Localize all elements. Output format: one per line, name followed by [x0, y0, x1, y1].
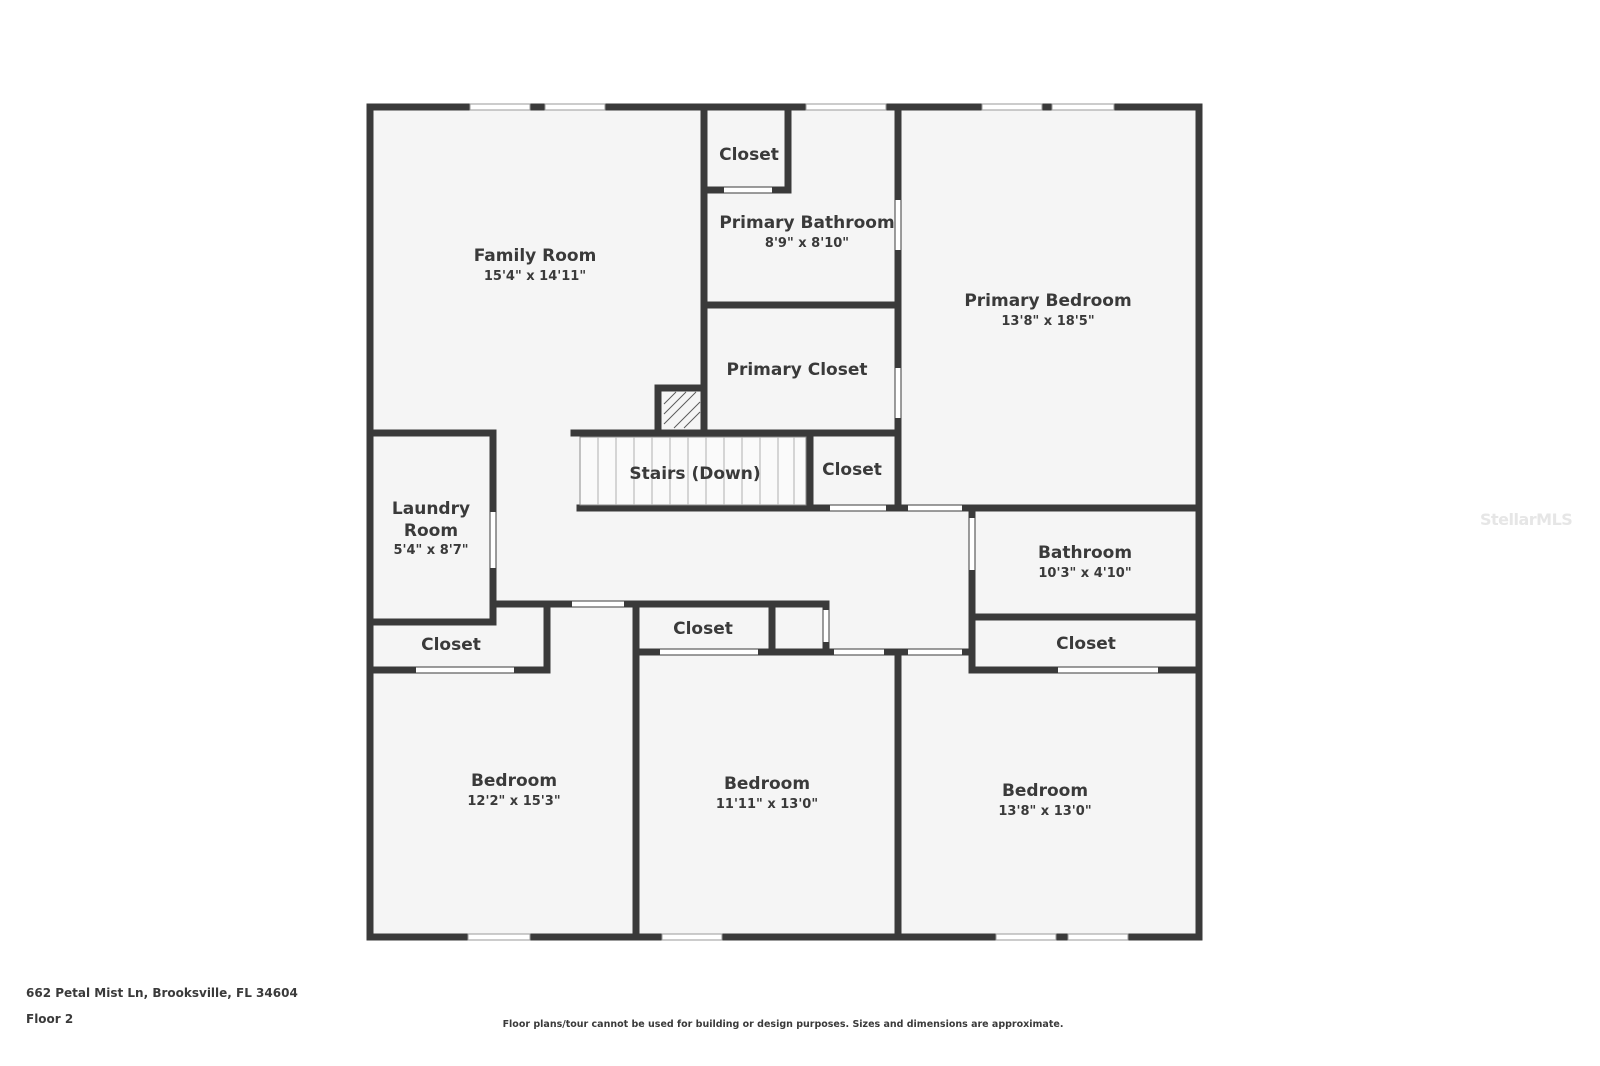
- closet-mid-label: Closet: [822, 460, 882, 480]
- primary-bedroom-label: Primary Bedroom: [964, 291, 1131, 311]
- bedroom-right-dim: 13'8" x 13'0": [998, 804, 1091, 819]
- closet-left-label: Closet: [421, 635, 481, 655]
- stairs-treads: [579, 436, 807, 506]
- bathroom-dim: 10'3" x 4'10": [1038, 566, 1131, 581]
- bedroom-left-label: Bedroom: [471, 771, 557, 791]
- primary-bathroom-dim: 8'9" x 8'10": [765, 236, 849, 251]
- bedroom-right-label: Bedroom: [1002, 781, 1088, 801]
- closet-right-label: Closet: [1056, 634, 1116, 654]
- floor-area: [370, 107, 1199, 937]
- laundry-room-label-2: Room: [404, 521, 458, 541]
- property-address: 662 Petal Mist Ln, Brooksville, FL 34604: [26, 986, 298, 1000]
- laundry-room-dim: 5'4" x 8'7": [393, 543, 468, 558]
- windows: [467, 103, 1129, 941]
- stairs-label: Stairs (Down): [629, 464, 760, 484]
- bedroom-center-label: Bedroom: [724, 774, 810, 794]
- closet-top-label: Closet: [719, 145, 779, 165]
- bedroom-center-dim: 11'11" x 13'0": [716, 797, 818, 812]
- primary-bathroom-label: Primary Bathroom: [719, 213, 894, 233]
- family-room-dim: 15'4" x 14'11": [484, 269, 586, 284]
- bathroom-label: Bathroom: [1038, 543, 1132, 563]
- bedroom-left-dim: 12'2" x 15'3": [467, 794, 560, 809]
- openings: [416, 187, 1158, 673]
- laundry-room-label-1: Laundry: [392, 499, 470, 519]
- primary-bedroom-dim: 13'8" x 18'5": [1001, 314, 1094, 329]
- disclaimer: Floor plans/tour cannot be used for buil…: [502, 1019, 1064, 1030]
- watermark: StellarMLS: [1480, 510, 1573, 529]
- primary-closet-label: Primary Closet: [727, 360, 868, 380]
- family-room-label: Family Room: [474, 246, 597, 266]
- chimney-hatch: [663, 391, 701, 429]
- closet-center-label: Closet: [673, 619, 733, 639]
- floor-number: Floor 2: [26, 1012, 74, 1026]
